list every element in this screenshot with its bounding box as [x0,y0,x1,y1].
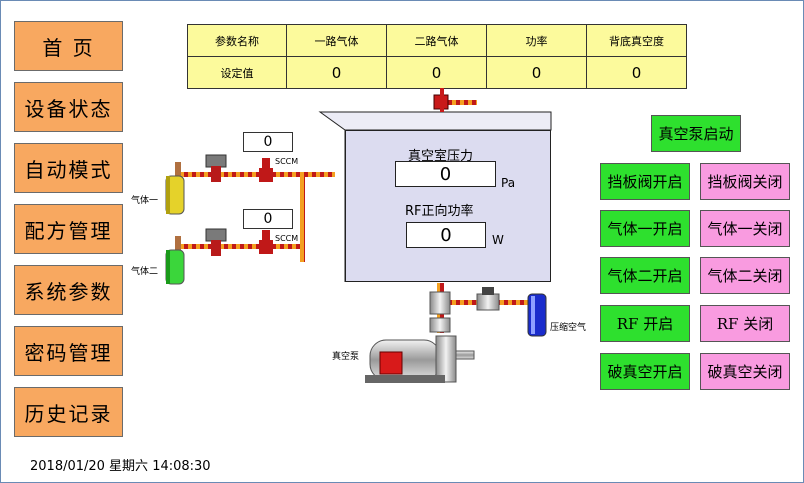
compressed-air-label: 压缩空气 [550,323,587,333]
params-value-row: 设定值 0 0 0 0 [187,56,687,89]
params-row-label: 设定值 [187,56,287,89]
pressure-display: 0 [395,161,496,187]
rf-power-display: 0 [406,222,486,248]
gas2-flow-display: 0 [243,209,293,229]
params-header-cell: 功率 [486,24,587,57]
vacuum-pump-label: 真空泵 [332,352,360,362]
nav-history-button[interactable]: 历史记录 [14,387,123,437]
nav-system-params-button[interactable]: 系统参数 [14,265,123,315]
gas2-setpoint-value[interactable]: 0 [386,56,487,89]
baffle-valve-close-button[interactable]: 挡板阀关闭 [700,163,790,200]
rf-power-label: RF正向功率 [405,204,474,219]
gas1-flow-display: 0 [243,132,293,152]
pressure-label: 真空室压力 [408,149,474,164]
gas1-label: 气体一 [131,196,159,206]
pump-start-button[interactable]: 真空泵启动 [651,115,741,152]
params-header-cell: 一路气体 [286,24,387,57]
nav-home-button[interactable]: 首 页 [14,21,123,71]
vent-close-button[interactable]: 破真空关闭 [700,353,790,390]
vacuum-chamber [345,130,551,282]
rf-close-button[interactable]: RF 关闭 [700,305,790,342]
nav-device-status-button[interactable]: 设备状态 [14,82,123,132]
params-header-row: 参数名称 一路气体 二路气体 功率 背底真空度 [187,24,687,57]
vent-open-button[interactable]: 破真空开启 [600,353,690,390]
nav-password-button[interactable]: 密码管理 [14,326,123,376]
baffle-valve-open-button[interactable]: 挡板阀开启 [600,163,690,200]
base-vacuum-setpoint-value[interactable]: 0 [586,56,687,89]
power-setpoint-value[interactable]: 0 [486,56,587,89]
datetime-display: 2018/01/20 星期六 14:08:30 [30,459,211,474]
params-header-cell: 参数名称 [187,24,287,57]
nav-recipe-button[interactable]: 配方管理 [14,204,123,254]
gas1-flow-unit: SCCM [275,157,299,166]
gas2-open-button[interactable]: 气体二开启 [600,257,690,294]
params-table: 参数名称 一路气体 二路气体 功率 背底真空度 设定值 0 0 0 0 [187,24,687,89]
rf-power-unit: W [492,233,504,247]
gas2-close-button[interactable]: 气体二关闭 [700,257,790,294]
gas2-label: 气体二 [131,267,159,277]
gas2-flow-unit: SCCM [275,234,299,243]
gas1-open-button[interactable]: 气体一开启 [600,210,690,247]
params-header-cell: 背底真空度 [586,24,687,57]
nav-auto-mode-button[interactable]: 自动模式 [14,143,123,193]
gas1-setpoint-value[interactable]: 0 [286,56,387,89]
rf-open-button[interactable]: RF 开启 [600,305,690,342]
params-header-cell: 二路气体 [386,24,487,57]
gas1-close-button[interactable]: 气体一关闭 [700,210,790,247]
pressure-unit: Pa [501,176,516,190]
